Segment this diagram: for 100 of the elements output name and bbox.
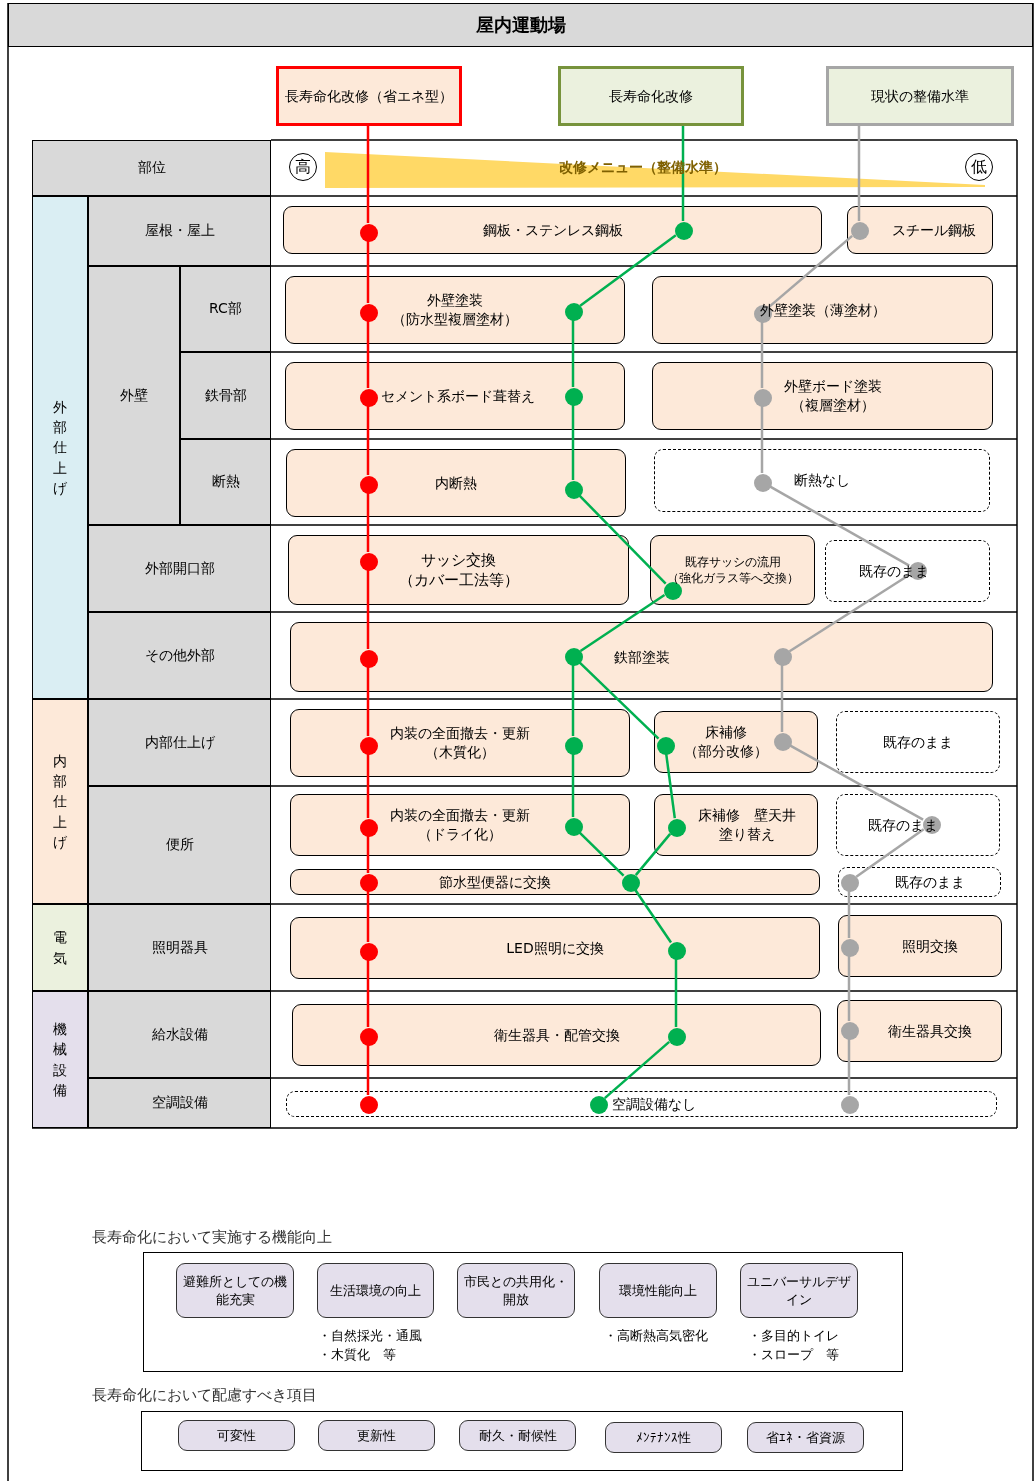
route-line xyxy=(603,1040,671,1100)
route-line xyxy=(681,126,685,221)
plan-header: 長寿命化改修 xyxy=(558,66,744,126)
route-dot xyxy=(360,943,378,961)
route-dot xyxy=(774,648,792,666)
menu-option: 照明交換 xyxy=(838,915,1002,977)
menu-option: 既存サッシの流用（強化ガラス等へ交換） xyxy=(650,535,815,605)
route-line xyxy=(847,1039,851,1095)
route-dot xyxy=(565,648,583,666)
feature-tag: 更新性 xyxy=(318,1420,435,1451)
menu-option: 床補修（部分改修） xyxy=(654,711,818,773)
row-heading: その他外部 xyxy=(88,612,271,699)
row-heading: 屋根・屋上 xyxy=(88,196,271,266)
route-line xyxy=(571,665,575,736)
feature-tag: 市民との共用化・開放 xyxy=(457,1263,575,1318)
route-dot xyxy=(622,874,640,892)
route-line xyxy=(571,405,575,480)
row-heading: 給水設備 xyxy=(88,991,271,1078)
level-mark: 低 xyxy=(965,153,993,181)
route-line xyxy=(366,241,370,303)
menu-option: 鉄部塗装 xyxy=(290,622,993,692)
route-dot xyxy=(664,582,682,600)
category-heading: 電気 xyxy=(32,904,88,991)
route-dot xyxy=(754,474,772,492)
route-line xyxy=(857,126,861,221)
route-line xyxy=(366,754,370,818)
route-line xyxy=(366,667,370,736)
menu-option: 内装の全面撤去・更新（ドライ化） xyxy=(290,794,630,856)
route-line xyxy=(578,831,625,877)
route-dot xyxy=(360,304,378,322)
route-line xyxy=(855,828,925,878)
route-line xyxy=(847,891,851,938)
route-line xyxy=(760,322,764,388)
route-dot xyxy=(565,388,583,406)
route-line xyxy=(579,234,677,307)
route-dot xyxy=(360,553,378,571)
row-heading: 断熱 xyxy=(180,439,271,525)
route-line xyxy=(674,959,678,1027)
route-line xyxy=(633,888,673,944)
route-dot xyxy=(565,818,583,836)
route-line xyxy=(768,234,853,309)
menu-option: 既存のまま xyxy=(836,711,1000,773)
plan-header: 長寿命化改修（省エネ型） xyxy=(276,66,462,126)
row-heading: 内部仕上げ xyxy=(88,699,271,786)
menu-option: 既存のまま xyxy=(836,794,1000,856)
route-dot xyxy=(590,1096,608,1114)
route-line xyxy=(366,406,370,475)
row-heading: 便所 xyxy=(88,786,271,904)
route-dot xyxy=(841,1022,859,1040)
feature-tag: 省ｴﾈ・省資源 xyxy=(747,1422,864,1453)
route-dot xyxy=(851,222,869,240)
route-dot xyxy=(565,737,583,755)
menu-option: 空調設備なし xyxy=(286,1091,997,1117)
route-dot xyxy=(754,305,772,323)
menu-option: サッシ交換（カバー工法等） xyxy=(288,535,629,605)
route-dot xyxy=(841,1096,859,1114)
menu-option: 外壁塗装（薄塗材） xyxy=(652,276,993,344)
route-line xyxy=(571,320,575,387)
feature-tag: 環境性能向上 xyxy=(599,1263,717,1318)
route-dot xyxy=(360,476,378,494)
route-dot xyxy=(675,222,693,240)
route-line xyxy=(780,665,784,732)
route-dot xyxy=(657,737,675,755)
menu-option: 衛生器具・配管交換 xyxy=(292,1004,821,1066)
row-heading: 外壁 xyxy=(88,266,180,525)
menu-option: 床補修 壁天井塗り替え xyxy=(654,794,818,856)
route-dot xyxy=(565,481,583,499)
route-dot xyxy=(360,650,378,668)
bullet-note: ・スロープ 等 xyxy=(748,1346,839,1364)
feature-tag: 生活環境の向上 xyxy=(317,1263,434,1318)
route-line xyxy=(366,891,370,942)
menu-option: 既存のまま xyxy=(825,540,990,602)
level-mark: 高 xyxy=(289,153,317,181)
plan-header: 現状の整備水準 xyxy=(826,66,1014,126)
menu-option: 外壁ボード塗装（複層塗材） xyxy=(652,362,993,430)
category-heading: 外部仕上げ xyxy=(32,196,88,699)
feature-tag: ユニバーサルデザイン xyxy=(740,1263,858,1318)
route-line xyxy=(366,321,370,388)
feature-tag: 避難所としての機能充実 xyxy=(176,1263,294,1318)
route-dot xyxy=(668,942,686,960)
route-line xyxy=(789,744,924,821)
route-line xyxy=(366,1045,370,1095)
category-heading: 機械設備 xyxy=(32,991,88,1128)
row-heading: RC部 xyxy=(180,266,271,352)
route-dot xyxy=(774,733,792,751)
menu-option: セメント系ボード葺替え xyxy=(285,362,625,430)
bullet-note: ・高断熱高気密化 xyxy=(604,1327,708,1345)
route-dot xyxy=(754,389,772,407)
menu-option: 衛生器具交換 xyxy=(837,1000,1002,1062)
bullet-note: ・自然採光・通風 xyxy=(318,1327,422,1345)
menu-option: 節水型便器に交換 xyxy=(290,869,820,895)
route-dot xyxy=(565,303,583,321)
route-dot xyxy=(841,874,859,892)
route-line xyxy=(366,493,370,552)
menu-option: 既存のまま xyxy=(838,867,1001,897)
feature-tag: 可変性 xyxy=(178,1420,295,1451)
row-heading: 空調設備 xyxy=(88,1078,271,1128)
route-line xyxy=(578,661,660,740)
route-dot xyxy=(360,1028,378,1046)
menu-option: LED照明に交換 xyxy=(290,917,820,979)
